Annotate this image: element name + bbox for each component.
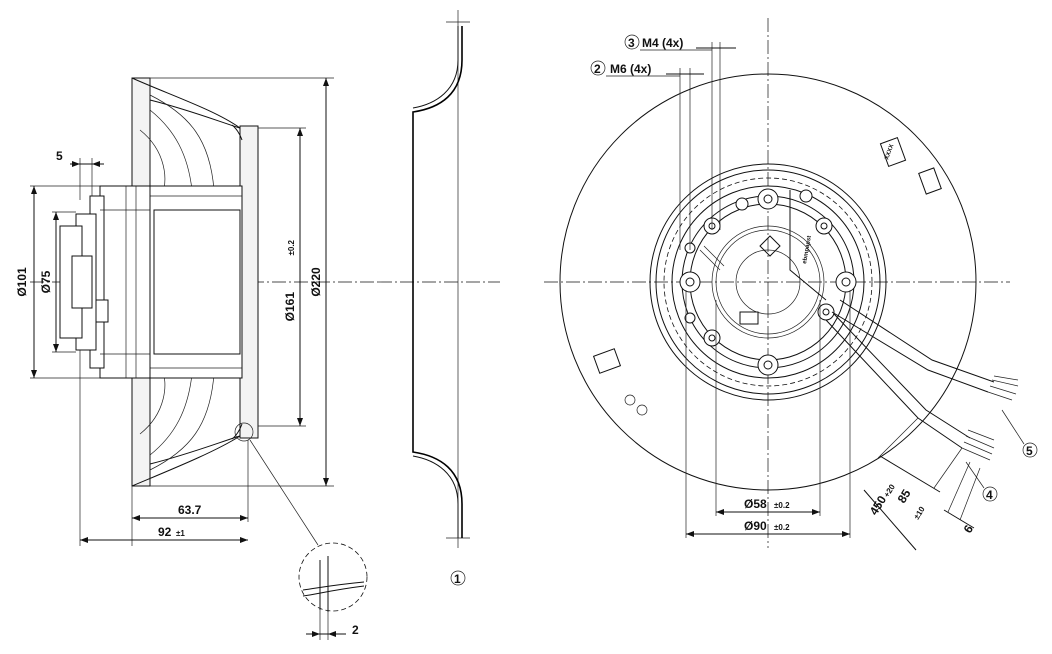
label-d90: Ø90 <box>744 519 767 533</box>
inlet-ring-profile: 1 <box>378 10 500 586</box>
callout-m4-label: M4 (4x) <box>642 36 683 50</box>
front-view: XXXX ebmpapst <box>544 18 1019 548</box>
label-w92: 92 <box>158 525 172 539</box>
mounting-boss <box>679 188 857 376</box>
brand-logo: ebmpapst <box>802 235 813 264</box>
callout-5: 5 <box>1001 409 1038 458</box>
dim-d75: Ø75 <box>39 211 76 353</box>
callout-m4: 3 M4 (4x) <box>624 34 736 230</box>
label-d58-tol: ±0.2 <box>774 501 790 510</box>
dim-w92: 92 ±1 <box>79 350 248 546</box>
dim-d220: Ø220 <box>150 77 334 487</box>
callout-4-label: 4 <box>986 488 993 502</box>
label-d161: Ø161 <box>283 292 297 322</box>
dim-d90: Ø90 ±0.2 <box>685 290 851 538</box>
label-w5: 5 <box>56 149 63 163</box>
stamp-text: XXXX <box>884 144 895 161</box>
label-w63-7: 63.7 <box>178 503 202 517</box>
dim-cable-lengths: 85 ±10 450 +20 6 <box>863 417 981 551</box>
detail-view: 2 <box>298 542 368 640</box>
callout-m6: 2 M6 (4x) <box>590 60 704 250</box>
label-w92-tol: ±1 <box>176 529 185 538</box>
dim-d161: Ø161 ±0.2 <box>258 127 306 427</box>
label-d161-tol: ±0.2 <box>287 239 296 255</box>
label-d58: Ø58 <box>744 497 767 511</box>
callout-5-label: 5 <box>1026 444 1033 458</box>
cable-bundle <box>825 299 1019 461</box>
dim-d101: Ø101 <box>15 185 100 379</box>
dim-w5: 5 <box>56 149 104 200</box>
callout-2: 2 <box>594 62 601 76</box>
label-d220: Ø220 <box>309 267 323 297</box>
callout-3: 3 <box>628 36 635 50</box>
dim-w63-7: 63.7 <box>131 440 249 546</box>
label-d90-tol: ±0.2 <box>774 523 790 532</box>
label-l85: 85 <box>895 487 914 506</box>
side-view <box>30 77 378 546</box>
marking-stamp: XXXX <box>592 137 942 374</box>
label-d101: Ø101 <box>15 267 29 297</box>
dim-d58: Ø58 ±0.2 <box>715 300 821 516</box>
label-d75: Ø75 <box>39 270 53 293</box>
callout-m6-label: M6 (4x) <box>610 62 651 76</box>
label-l85-tol: ±10 <box>912 505 927 522</box>
callout-4: 4 <box>965 461 998 502</box>
callout-1: 1 <box>454 572 461 586</box>
label-w2: 2 <box>352 623 359 637</box>
